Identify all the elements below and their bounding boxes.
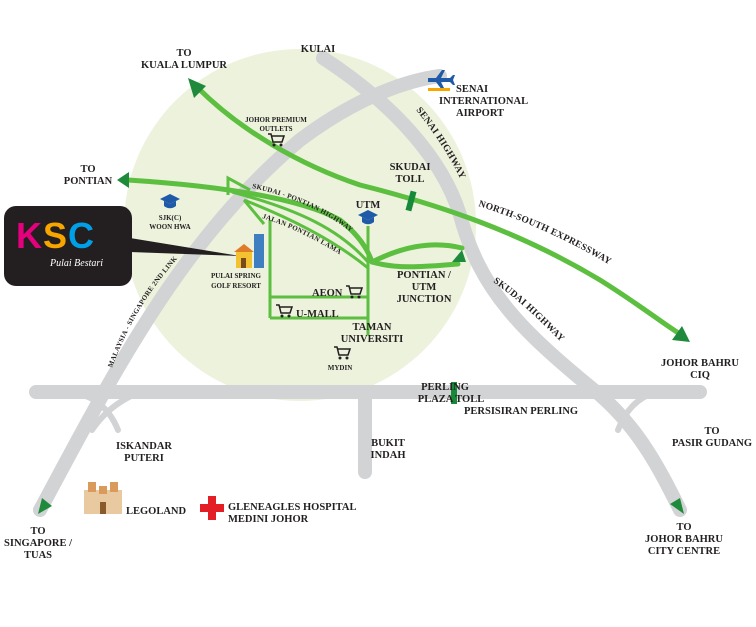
skudai-pontian-line — [125, 177, 375, 265]
jb-city-label: TO — [677, 522, 692, 533]
to-kl-label: TO — [177, 48, 192, 59]
airplane-icon — [428, 70, 455, 91]
pontian-utm-link — [369, 242, 465, 265]
gleneagles-label: MEDINI JOHOR — [228, 514, 309, 525]
shopping-cart-icon — [346, 285, 364, 299]
pasir-gudang-label: PASIR GUDANG — [672, 438, 752, 449]
premium-outlets-label: OUTLETS — [259, 125, 292, 133]
to-singapore-label: TO — [31, 526, 46, 537]
taman-universiti-label: UNIVERSITI — [341, 334, 403, 345]
arrow-jb-icon — [670, 498, 684, 514]
legoland-label: LEGOLAND — [126, 506, 187, 517]
pontian-junction-label: UTM — [412, 282, 437, 293]
premium-outlets-label: JOHOR PREMIUM — [245, 116, 307, 124]
to-kl-label: KUALA LUMPUR — [141, 60, 227, 71]
ksc-letter-k: K — [16, 215, 43, 256]
utm-label: UTM — [356, 200, 381, 211]
to-singapore-label: TUAS — [24, 550, 52, 561]
arrow-ciq-icon — [672, 326, 690, 342]
aeon-label: AEON — [312, 288, 343, 299]
logo-pointer — [130, 238, 240, 256]
perling-toll-label: PERLING — [421, 382, 469, 393]
skudai-highway-road — [316, 51, 687, 517]
ciq-label: JOHOR BAHRU — [661, 358, 739, 369]
jb-city-label: JOHOR BAHRU — [645, 534, 723, 545]
to-pontian-label: PONTIAN — [64, 176, 113, 187]
pontian-junction-label: PONTIAN / — [397, 270, 452, 281]
u-mall-label: U-MALL — [296, 309, 339, 320]
shopping-cart-icon — [268, 133, 286, 147]
ksc-letter-s: S — [43, 215, 69, 256]
arrow-singapore-icon — [38, 498, 52, 514]
green-highways — [125, 85, 683, 337]
iskandar-label: ISKANDAR — [116, 441, 172, 452]
senai-airport-label: SENAI — [456, 84, 488, 95]
perling-toll-marker — [451, 382, 457, 404]
local-roads — [226, 175, 370, 335]
pulai-spring-label: GOLF RESORT — [211, 282, 261, 290]
perling-toll-label: PLAZA TOLL — [418, 394, 484, 405]
taman-universiti-label: TAMAN — [353, 322, 392, 333]
bukit-indah-label: INDAH — [370, 450, 405, 461]
sjk-label: SJK(C) — [159, 214, 182, 222]
to-singapore-label: SINGAPORE / — [4, 538, 73, 549]
castle-icon — [84, 482, 122, 514]
to-pontian-label: TO — [81, 164, 96, 175]
ksc-letter-c: C — [68, 215, 96, 256]
ksc-wordmark: KSC — [16, 218, 95, 254]
north-south-expressway-line — [195, 85, 683, 337]
hospital-cross-icon — [200, 496, 224, 520]
direction-arrows — [38, 78, 690, 514]
ksc-tagline: Pulai Bestari — [50, 258, 104, 269]
iskandar-label: PUTERI — [124, 453, 164, 464]
ciq-label: CIQ — [690, 370, 710, 381]
jb-city-label: CITY CENTRE — [648, 546, 720, 557]
pulai-spring-label: PULAI SPRING — [211, 272, 262, 280]
senai-airport-label: INTERNATIONAL — [439, 96, 528, 107]
building-icon — [234, 234, 264, 268]
ksc-pulai-bestari-logo: KSC Pulai Bestari — [4, 206, 132, 286]
senai-airport-label: AIRPORT — [456, 108, 504, 119]
nse-name: NORTH-SOUTH EXPRESSWAY — [477, 199, 613, 267]
arrow-pontian-icon — [117, 172, 129, 188]
graduation-cap-icon — [358, 210, 378, 225]
sjk-label: WOON HWA — [149, 223, 190, 231]
pontian-junction-label: JUNCTION — [397, 294, 452, 305]
arrow-junction-icon — [452, 250, 466, 262]
pontian-utm-link-2 — [369, 259, 461, 270]
mydin-label: MYDIN — [328, 364, 353, 372]
shopping-cart-icon — [276, 304, 294, 318]
skudai-toll-marker — [405, 190, 417, 212]
gleneagles-label: GLENEAGLES HOSPITAL — [228, 502, 356, 513]
kulai-label: KULAI — [301, 44, 335, 55]
persisiran-perling-label: PERSISIRAN PERLING — [464, 406, 578, 417]
graduation-cap-icon — [160, 194, 180, 209]
bukit-indah-label: BUKIT — [371, 438, 405, 449]
pasir-gudang-label: TO — [705, 426, 720, 437]
skudai-toll-label: SKUDAI — [390, 162, 431, 173]
shopping-cart-icon — [334, 346, 352, 360]
skudai-toll-label: TOLL — [396, 174, 425, 185]
map-labels: TO KUALA LUMPUR KULAI SENAI INTERNATIONA… — [4, 44, 752, 561]
arrow-kl-icon — [188, 78, 206, 98]
